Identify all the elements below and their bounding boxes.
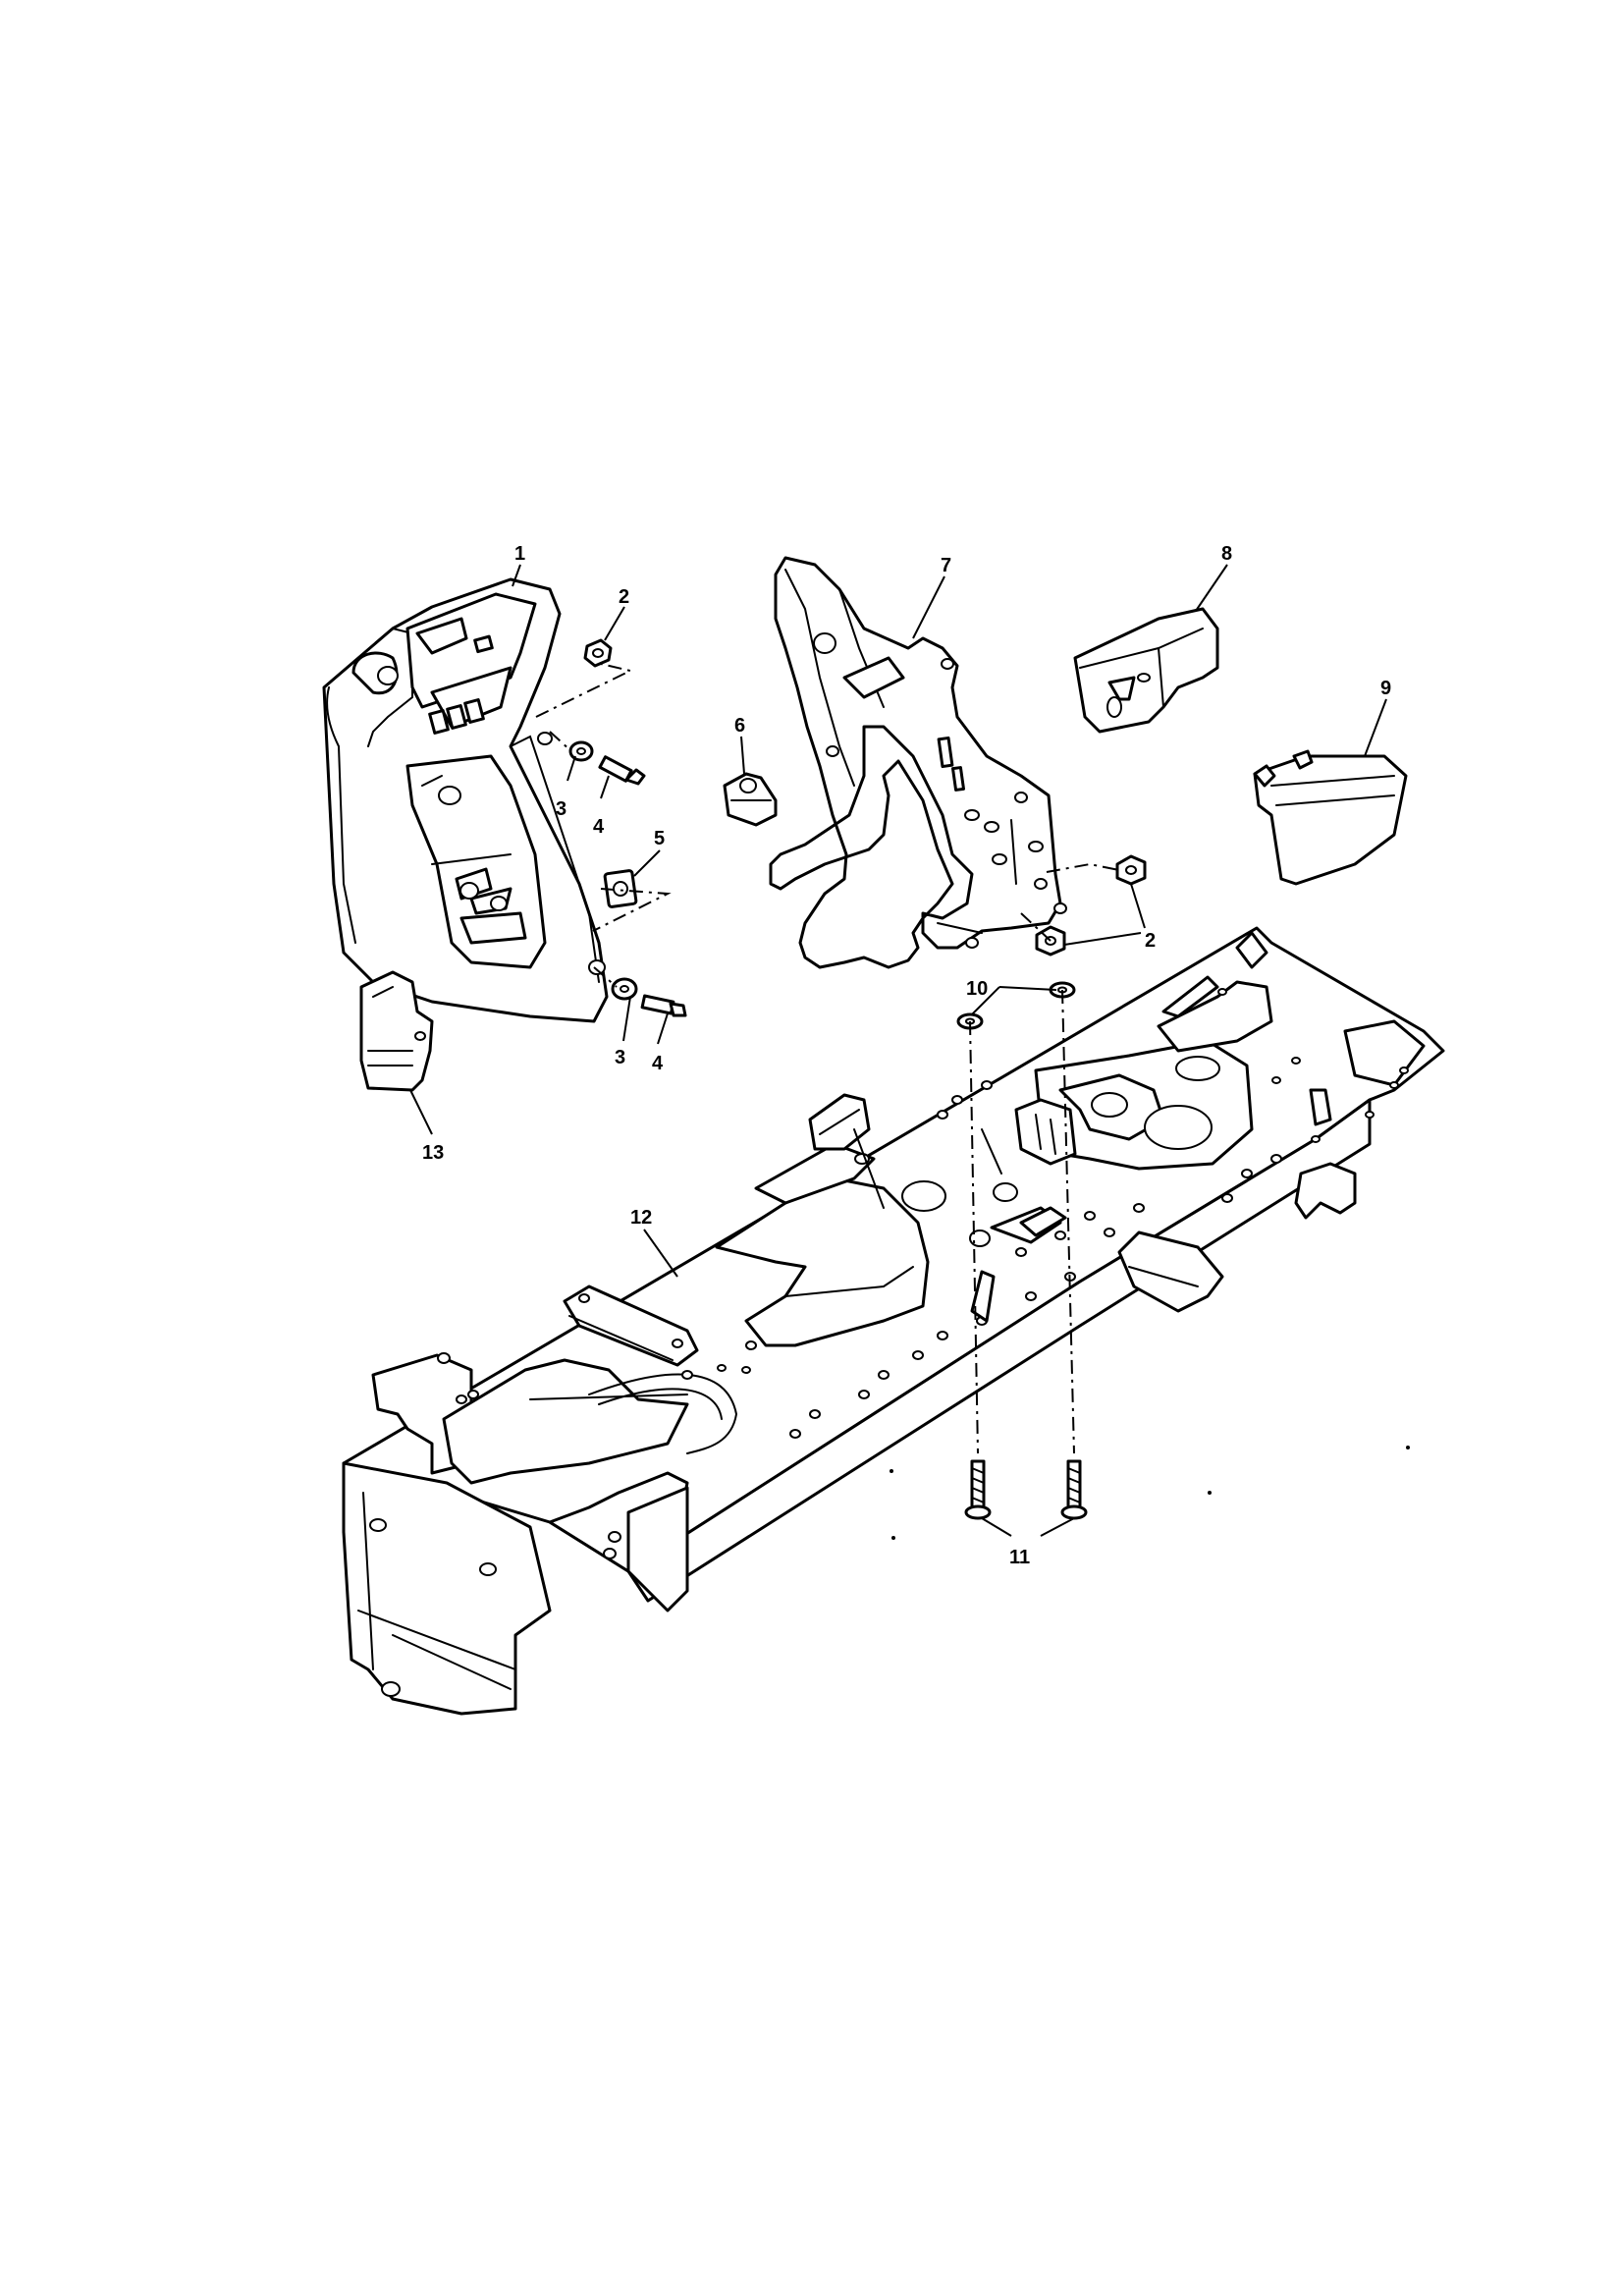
part-1-dash-panel <box>324 579 607 1021</box>
callout-6: 6 <box>734 715 745 737</box>
part-7-support-bracket <box>771 558 1066 967</box>
callout-7: 7 <box>941 555 951 576</box>
part-11-bolt-right <box>1062 1461 1086 1518</box>
part-8-cover <box>1075 609 1217 732</box>
part-3-washer-lower <box>613 979 636 999</box>
part-4-bolt-upper <box>600 757 644 784</box>
callout-12: 12 <box>630 1207 652 1229</box>
part-6-clip <box>725 774 776 825</box>
callout-8: 8 <box>1221 543 1232 565</box>
part-2-nut-right-upper <box>1117 856 1145 884</box>
scan-specks <box>890 1446 1410 1540</box>
callout-10: 10 <box>966 978 988 1000</box>
leader-lines <box>409 564 1387 1537</box>
part-2-nut-upper-left <box>585 640 611 666</box>
part-11-bolt-left <box>966 1461 990 1518</box>
part-4-bolt-lower <box>642 996 685 1015</box>
part-9-cover <box>1255 751 1406 884</box>
callout-9: 9 <box>1380 678 1391 699</box>
callout-11: 11 <box>1009 1547 1030 1568</box>
callouts: 1 2 3 4 5 6 7 8 9 2 10 3 4 13 12 11 <box>422 543 1391 1568</box>
part-5-clip <box>605 870 636 907</box>
callout-3-lower: 3 <box>615 1047 625 1068</box>
callout-4-upper: 4 <box>593 816 605 838</box>
part-13-bracket <box>361 972 432 1090</box>
callout-3-upper: 3 <box>556 798 566 820</box>
callout-2-right: 2 <box>1145 930 1156 952</box>
callout-13: 13 <box>422 1142 444 1164</box>
part-3-washer-upper <box>570 742 592 760</box>
assembly-lines <box>535 663 1120 1454</box>
callout-1: 1 <box>514 543 525 565</box>
callout-4-lower: 4 <box>652 1053 664 1074</box>
part-12-frame <box>344 928 1443 1714</box>
callout-5: 5 <box>654 828 665 849</box>
callout-2-upper-left: 2 <box>619 586 629 608</box>
